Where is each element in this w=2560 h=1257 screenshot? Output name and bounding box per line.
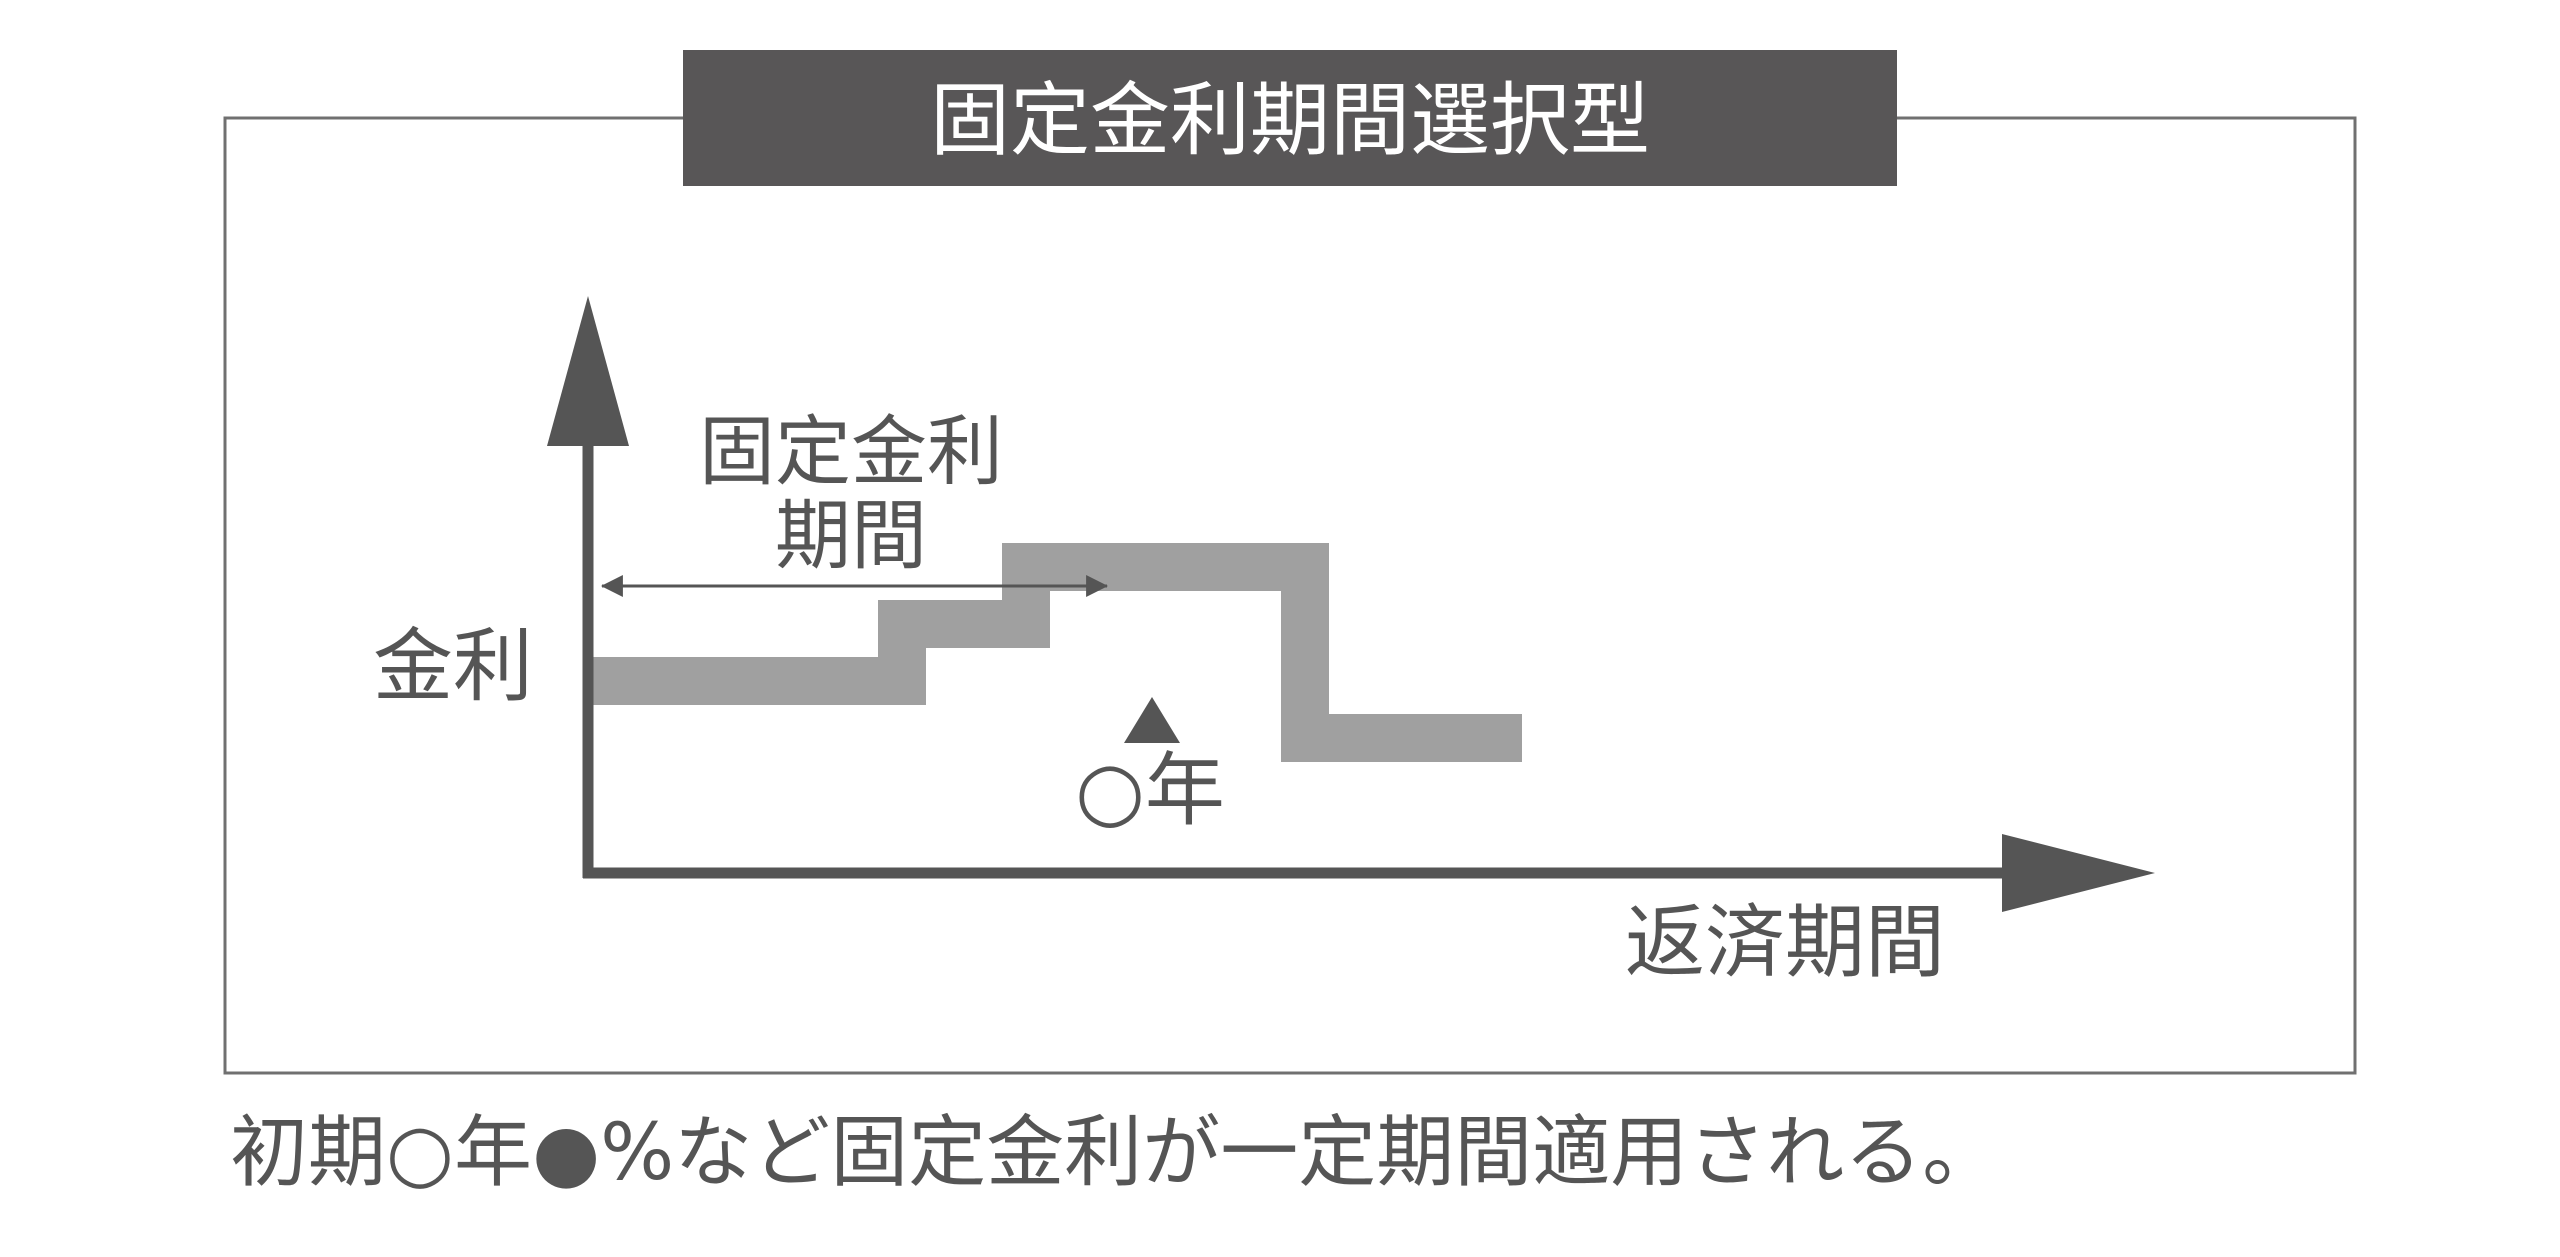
interest-rate-line bbox=[592, 543, 1522, 762]
marker-triangle bbox=[1124, 697, 1180, 743]
title-banner: 固定金利期間選択型 bbox=[683, 50, 1897, 186]
fixed-period-label-line1: 固定金利 bbox=[699, 407, 1003, 496]
title: 固定金利期間選択型 bbox=[930, 74, 1650, 167]
marker-label: ○年 bbox=[1075, 744, 1225, 837]
axes bbox=[547, 296, 2155, 912]
y-axis-arrowhead bbox=[547, 296, 629, 446]
fixed-period-label-line2: 期間 bbox=[775, 491, 927, 580]
x-axis-arrowhead bbox=[2002, 834, 2155, 912]
y-axis-label: 金利 bbox=[373, 620, 533, 713]
title-background bbox=[683, 50, 1897, 186]
caption: 初期○年●%など固定金利が一定期間適用される。 bbox=[230, 1108, 2001, 1198]
x-axis-label: 返済期間 bbox=[1625, 896, 1945, 989]
